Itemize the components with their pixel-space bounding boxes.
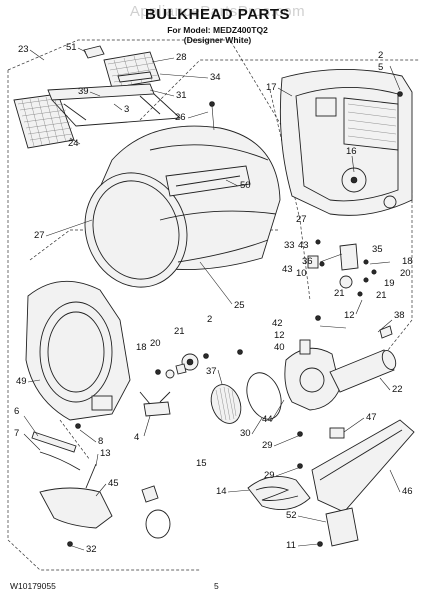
- callout-label: 27: [296, 214, 307, 225]
- callout-label: 32: [86, 544, 97, 555]
- callout-label: 20: [150, 338, 161, 349]
- callout-label: 47: [366, 412, 377, 423]
- callout-label: 3: [124, 104, 129, 115]
- callout-label: 14: [216, 486, 227, 497]
- callout-label: 18: [136, 342, 147, 353]
- callout-label: 2: [207, 314, 212, 325]
- watermark-text: AppliancePartsPros.com: [129, 3, 306, 20]
- callout-label: 27: [34, 230, 45, 241]
- lint-screen-part: [13, 93, 75, 149]
- callout-label: 38: [394, 310, 405, 321]
- heater-duct-part: [247, 419, 415, 513]
- callout-label: 43: [298, 240, 309, 251]
- callout-label: 24: [68, 138, 79, 149]
- callout-label: 20: [400, 268, 411, 279]
- callout-label: 12: [274, 330, 285, 341]
- callout-label: 45: [108, 478, 119, 489]
- blower-assembly-parts: [210, 315, 341, 424]
- callout-label: 46: [402, 486, 413, 497]
- model-line: For Model: MEDZ400TQ2: [167, 25, 268, 35]
- callout-label: 21: [376, 290, 387, 301]
- front-bulkhead-part: [25, 280, 131, 421]
- callout-label: 44: [262, 414, 273, 425]
- callout-label: 35: [372, 244, 383, 255]
- callout-label: 6: [14, 406, 19, 417]
- callout-label: 16: [346, 146, 357, 157]
- callout-label: 15: [196, 458, 207, 469]
- callout-label: 17: [266, 82, 277, 93]
- callout-label: 8: [98, 436, 103, 447]
- callout-label: 52: [286, 510, 297, 521]
- callout-label: 4: [134, 432, 139, 443]
- exhaust-duct-part: [329, 325, 397, 393]
- callout-label: 7: [14, 428, 19, 439]
- drum-part: [84, 101, 281, 288]
- callout-label: 30: [240, 428, 251, 439]
- callout-label: 10: [296, 268, 307, 279]
- callout-label: 36: [302, 256, 313, 267]
- callout-label: 19: [384, 278, 395, 289]
- lower-left-parts: [31, 391, 171, 547]
- callout-label: 49: [16, 376, 27, 387]
- callout-label: 11: [286, 540, 296, 551]
- callout-label: 2: [378, 50, 383, 61]
- callout-label: 31: [176, 90, 187, 101]
- callout-label: 12: [344, 310, 355, 321]
- callout-label: 18: [402, 256, 413, 267]
- callout-label: 13: [100, 448, 111, 459]
- roller-assembly-parts: [155, 349, 243, 379]
- document-code: W10179055: [10, 581, 56, 591]
- callout-label: 28: [176, 52, 187, 63]
- callout-label: 22: [392, 384, 403, 395]
- callout-label: 39: [78, 86, 89, 97]
- callout-label: 25: [234, 300, 245, 311]
- callout-label: 34: [210, 72, 221, 83]
- callout-label: 21: [174, 326, 185, 337]
- callout-label: 33: [284, 240, 295, 251]
- callout-label: 29: [264, 470, 275, 481]
- leader-lines: [23, 47, 401, 551]
- callout-label: 23: [18, 44, 29, 55]
- right-small-parts: [307, 239, 377, 297]
- diagram-title: BULKHEAD PARTS: [144, 6, 291, 23]
- callout-label: 26: [175, 112, 186, 123]
- page-number: 5: [214, 581, 219, 591]
- bracket-part: [317, 507, 359, 547]
- callout-label: 29: [262, 440, 273, 451]
- callout-label: 42: [272, 318, 283, 329]
- callout-label: 43: [282, 264, 293, 275]
- assembly-guide-lines: [7, 39, 420, 571]
- lint-duct-frame-part: [47, 71, 182, 127]
- callout-label: 5: [378, 62, 383, 73]
- callout-label: 40: [274, 342, 285, 353]
- callout-label: 51: [66, 42, 77, 53]
- callout-label: 50: [240, 180, 251, 191]
- callout-label: 21: [334, 288, 345, 299]
- callout-label: 37: [206, 366, 217, 377]
- rear-bulkhead-part: [279, 69, 413, 216]
- callout-labels: 23 51 28 34 39 31 3 24 26 50 2 5 17 16 2…: [14, 42, 413, 555]
